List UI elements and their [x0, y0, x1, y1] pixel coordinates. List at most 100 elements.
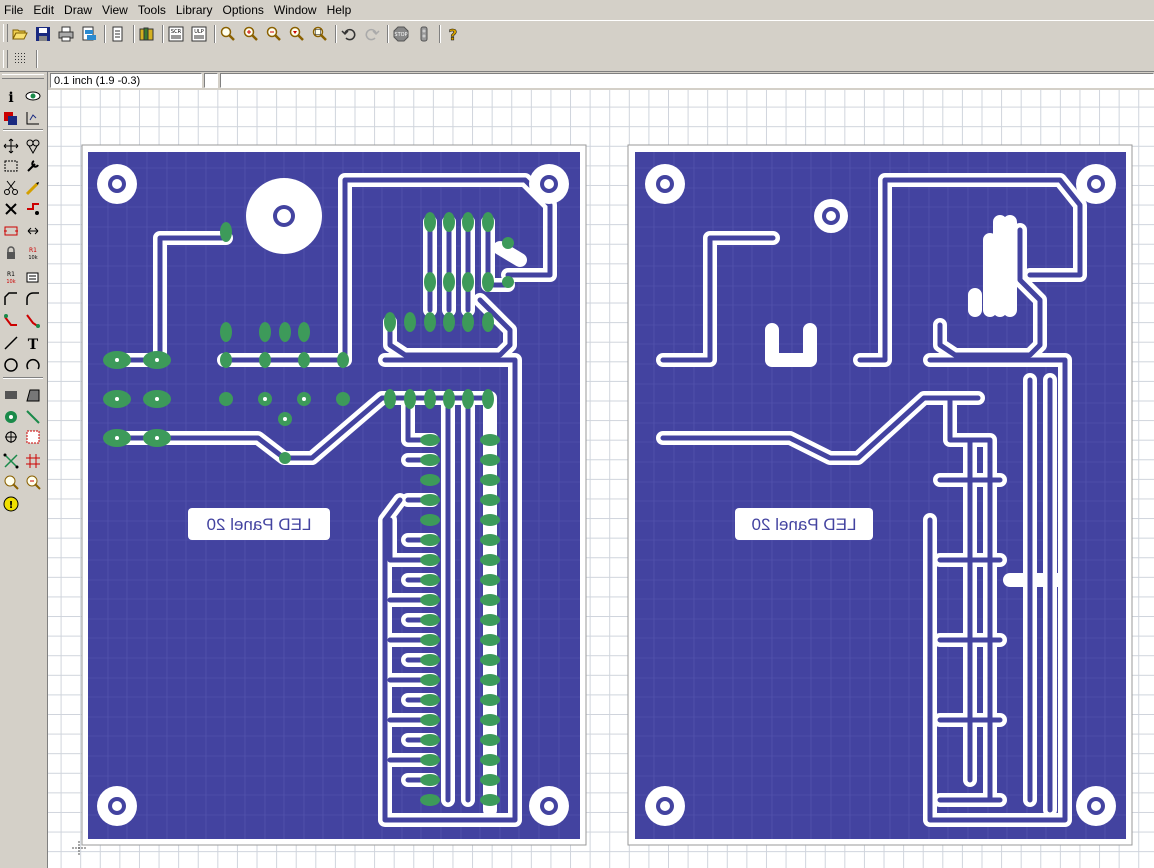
ruler-icon[interactable] — [23, 108, 43, 128]
zoom-previous-icon[interactable] — [287, 24, 307, 44]
command-line-input[interactable] — [220, 73, 1154, 88]
board-layout: LED Panel 20 — [72, 144, 1133, 855]
svg-text:10k: 10k — [6, 279, 15, 285]
bend-icon[interactable] — [23, 289, 43, 309]
open-icon[interactable] — [10, 24, 30, 44]
origin-marker — [72, 841, 86, 855]
board-label: LED Panel 20 — [207, 515, 312, 534]
change-icon[interactable] — [23, 267, 43, 287]
move-icon[interactable] — [1, 136, 21, 156]
solder-side-board: LED Panel 20 — [627, 144, 1133, 846]
save-icon[interactable] — [33, 24, 53, 44]
cut-icon[interactable] — [1, 178, 21, 198]
board-label-box — [188, 508, 330, 540]
toolbar-grip[interactable] — [3, 50, 8, 68]
stop-icon[interactable]: STOP — [391, 24, 411, 44]
zoom-window-icon[interactable] — [310, 24, 330, 44]
undo-icon[interactable] — [339, 24, 359, 44]
drill-marks — [115, 358, 306, 440]
svg-text:10k: 10k — [28, 255, 37, 261]
arc-icon[interactable] — [23, 355, 43, 375]
grid-icon[interactable] — [11, 49, 31, 69]
wire-icon[interactable] — [1, 333, 21, 353]
polygon-icon[interactable] — [23, 385, 43, 405]
component-side-board: LED Panel 20 — [81, 144, 587, 846]
board-label: LED Panel 20 — [752, 515, 857, 534]
route-icon[interactable] — [1, 311, 21, 331]
autorouter-icon[interactable] — [23, 451, 43, 471]
redo-icon[interactable] — [362, 24, 382, 44]
screen-capture-icon[interactable]: SCR — [166, 24, 186, 44]
menu-view[interactable]: View — [102, 3, 128, 17]
print-icon[interactable] — [56, 24, 76, 44]
library-icon[interactable] — [137, 24, 157, 44]
lock-icon[interactable] — [1, 243, 21, 263]
menu-tools[interactable]: Tools — [137, 3, 166, 17]
view-icon[interactable] — [23, 86, 43, 106]
export-icon[interactable] — [108, 24, 128, 44]
corner-holes — [645, 164, 1116, 826]
hole-icon[interactable] — [1, 427, 21, 447]
select-icon[interactable] — [1, 156, 21, 176]
main-toolbar: SCR ULP STOP ? — [0, 20, 1154, 48]
zoom-in-icon[interactable] — [241, 24, 261, 44]
drc-icon[interactable] — [1, 472, 21, 492]
signal-icon[interactable] — [23, 407, 43, 427]
corner-holes — [97, 164, 569, 826]
coordinate-display: 0.1 inch (1.9 -0.3) — [50, 73, 202, 88]
errors-icon[interactable] — [23, 472, 43, 492]
print-preview-icon[interactable] — [79, 24, 99, 44]
menu-bar: File Edit Draw View Tools Library Option… — [0, 0, 1154, 20]
miter-icon[interactable] — [1, 289, 21, 309]
property-icon[interactable] — [23, 156, 43, 176]
erc-icon[interactable] — [414, 24, 434, 44]
help-icon[interactable]: ? — [443, 24, 463, 44]
text-icon[interactable]: T — [23, 333, 43, 353]
traces — [656, 173, 1087, 827]
warning-icon[interactable]: ! — [1, 494, 21, 514]
layers-icon[interactable] — [1, 108, 21, 128]
menu-draw[interactable]: Draw — [64, 3, 93, 17]
sidebar-separator — [3, 129, 43, 131]
menu-window[interactable]: Window — [273, 3, 317, 17]
menu-edit[interactable]: Edit — [33, 3, 55, 17]
parameter-toolbar — [0, 47, 1154, 72]
menu-library[interactable]: Library — [175, 3, 213, 17]
ratsnest-icon[interactable] — [1, 451, 21, 471]
mirror-icon[interactable] — [23, 221, 43, 241]
group-icon[interactable] — [1, 221, 21, 241]
command-separator — [204, 73, 218, 88]
zoom-out-icon[interactable] — [264, 24, 284, 44]
menu-help[interactable]: Help — [326, 3, 352, 17]
pour-grid — [88, 152, 580, 839]
via-icon[interactable] — [1, 407, 21, 427]
copper-pour — [88, 152, 580, 839]
menu-options[interactable]: Options — [222, 3, 264, 17]
svg-text:T: T — [28, 337, 39, 351]
print-area-icon[interactable]: ULP — [189, 24, 209, 44]
layout-canvas[interactable]: LED Panel 20 — [48, 90, 1154, 868]
copy-icon[interactable] — [23, 136, 43, 156]
info-icon[interactable]: i — [1, 86, 21, 106]
split-icon[interactable] — [23, 178, 43, 198]
attribute-icon[interactable] — [23, 427, 43, 447]
rect-icon[interactable] — [1, 385, 21, 405]
sidebar-grip[interactable] — [2, 74, 44, 79]
ripup-icon[interactable] — [23, 311, 43, 331]
svg-text:R1: R1 — [29, 247, 37, 254]
zoom-fit-icon[interactable] — [218, 24, 238, 44]
board-label-box — [735, 508, 873, 540]
menu-file[interactable]: File — [4, 3, 24, 17]
svg-text:ULP: ULP — [194, 29, 203, 35]
autoroute-icon[interactable] — [23, 199, 43, 219]
svg-text:?: ? — [449, 26, 458, 42]
delete-icon[interactable] — [1, 199, 21, 219]
circle-icon[interactable] — [1, 355, 21, 375]
toolbar-grip[interactable] — [3, 24, 8, 42]
svg-text:!: ! — [9, 500, 14, 511]
svg-text:R1: R1 — [7, 271, 15, 278]
pads — [103, 212, 514, 806]
